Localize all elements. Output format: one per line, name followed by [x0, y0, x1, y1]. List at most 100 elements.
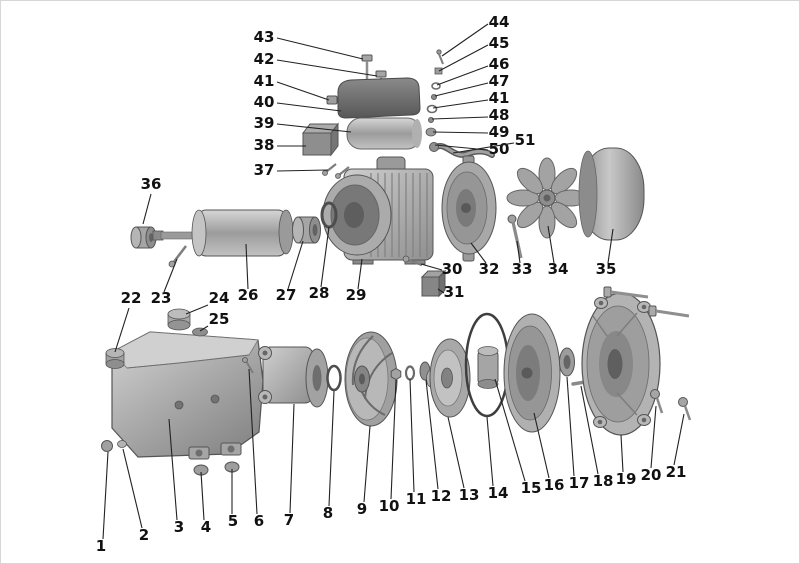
- callout-leader-8: [328, 390, 335, 507]
- callout-number-27: 27: [276, 286, 297, 304]
- screw-part-6: [242, 357, 254, 374]
- callout-leader-6: [248, 368, 258, 515]
- callout-number-6: 6: [254, 512, 264, 530]
- callout-number-28: 28: [309, 284, 330, 302]
- callout-number-4: 4: [201, 518, 211, 536]
- motor-end-cover-part: [441, 155, 497, 262]
- callout-leader-1: [102, 451, 109, 540]
- callout-number-36: 36: [141, 175, 162, 193]
- callout-leader-36: [142, 193, 152, 225]
- callout-leader-25: [199, 325, 209, 332]
- callout-leader-43: [276, 37, 364, 60]
- callout-leader-22: [114, 307, 130, 353]
- venturi-part: [477, 346, 499, 389]
- callout-number-24: 24: [209, 289, 230, 307]
- callout-number-15: 15: [521, 479, 542, 497]
- callout-leader-9: [363, 425, 371, 503]
- callout-leader-3: [168, 418, 178, 521]
- callout-leader-49: [432, 131, 489, 134]
- callout-leader-13: [447, 416, 465, 489]
- callout-number-49: 49: [489, 123, 510, 141]
- impeller-part: [344, 331, 398, 427]
- callout-number-44: 44: [489, 13, 510, 31]
- callout-number-45: 45: [489, 34, 510, 52]
- callout-number-33: 33: [512, 260, 533, 278]
- callout-number-25: 25: [209, 310, 230, 328]
- callout-leader-27: [287, 240, 304, 290]
- callout-number-23: 23: [151, 289, 172, 307]
- washer-part-2: [117, 440, 127, 448]
- callout-leader-47: [434, 82, 489, 97]
- capacitor-part: [346, 117, 422, 150]
- callout-number-30: 30: [442, 260, 463, 278]
- callout-number-19: 19: [616, 470, 637, 488]
- callout-number-31: 31: [444, 283, 465, 301]
- callout-number-20: 20: [641, 466, 662, 484]
- washer-part-11: [404, 365, 416, 381]
- callout-number-2: 2: [139, 526, 149, 544]
- bearing-front-part: [130, 226, 157, 249]
- callout-number-17: 17: [569, 474, 590, 492]
- capacitor-clamp-part: [326, 95, 338, 105]
- callout-leader-40: [276, 102, 342, 112]
- bearing-rear-part: [292, 216, 321, 244]
- drain-plug-part-1: [101, 440, 113, 452]
- callout-leader-33: [516, 240, 521, 264]
- callout-number-10: 10: [379, 497, 400, 515]
- small-fasteners-column-part: [425, 49, 444, 137]
- callout-number-16: 16: [544, 476, 565, 494]
- seal-part-17: [559, 347, 575, 377]
- support-bracket-part: [258, 346, 329, 408]
- callout-leader-31: [437, 288, 445, 294]
- callout-leader-45: [438, 44, 489, 72]
- callout-leader-34: [547, 225, 555, 264]
- bolt-part-20: [650, 389, 664, 414]
- callout-leader-19: [620, 434, 624, 473]
- callout-leader-7: [289, 403, 295, 514]
- callout-leader-30: [420, 263, 443, 271]
- callout-number-41: 41: [254, 72, 275, 90]
- callout-leader-41: [276, 81, 330, 101]
- callout-number-12: 12: [431, 487, 452, 505]
- callout-leader-15: [494, 378, 526, 482]
- callout-number-8: 8: [323, 504, 333, 522]
- rotor-shaft-part: [152, 209, 317, 257]
- capacitor-cover-part: [337, 77, 421, 119]
- callout-number-7: 7: [284, 511, 294, 529]
- callout-leader-16: [533, 412, 550, 479]
- callout-number-38: 38: [254, 136, 275, 154]
- callout-number-35: 35: [596, 260, 617, 278]
- callout-number-42: 42: [254, 50, 275, 68]
- callout-leader-46: [436, 65, 489, 86]
- callout-number-39: 39: [254, 114, 275, 132]
- callout-leader-10: [390, 379, 397, 500]
- callout-leader-51: [452, 142, 515, 154]
- callout-number-48: 48: [489, 106, 510, 124]
- callout-number-14: 14: [488, 484, 509, 502]
- callout-leader-14: [486, 416, 494, 487]
- callout-number-51: 51: [515, 131, 536, 149]
- callout-leader-21: [673, 413, 685, 466]
- callout-number-26: 26: [238, 286, 259, 304]
- terminal-box-part: [301, 122, 340, 157]
- callout-number-22: 22: [121, 289, 142, 307]
- callout-leader-18: [580, 385, 599, 475]
- bolt-part-33: [507, 214, 523, 259]
- callout-number-11: 11: [406, 490, 427, 508]
- callout-leader-11: [409, 378, 415, 493]
- callout-leader-4: [200, 471, 205, 521]
- callout-leader-29: [357, 258, 363, 290]
- callout-number-41: 41: [489, 89, 510, 107]
- ejector-tube-part: [429, 142, 495, 158]
- bolt-part-21: [678, 397, 692, 421]
- gasket-part-25: [192, 327, 208, 337]
- callout-leader-24: [185, 304, 209, 315]
- callout-leader-44: [441, 23, 489, 57]
- callout-number-34: 34: [548, 260, 569, 278]
- pump-cover-part: [503, 313, 561, 433]
- pump-housing-part: [111, 331, 264, 460]
- clamp-screws-part: [322, 163, 350, 179]
- callout-leader-20: [650, 405, 657, 469]
